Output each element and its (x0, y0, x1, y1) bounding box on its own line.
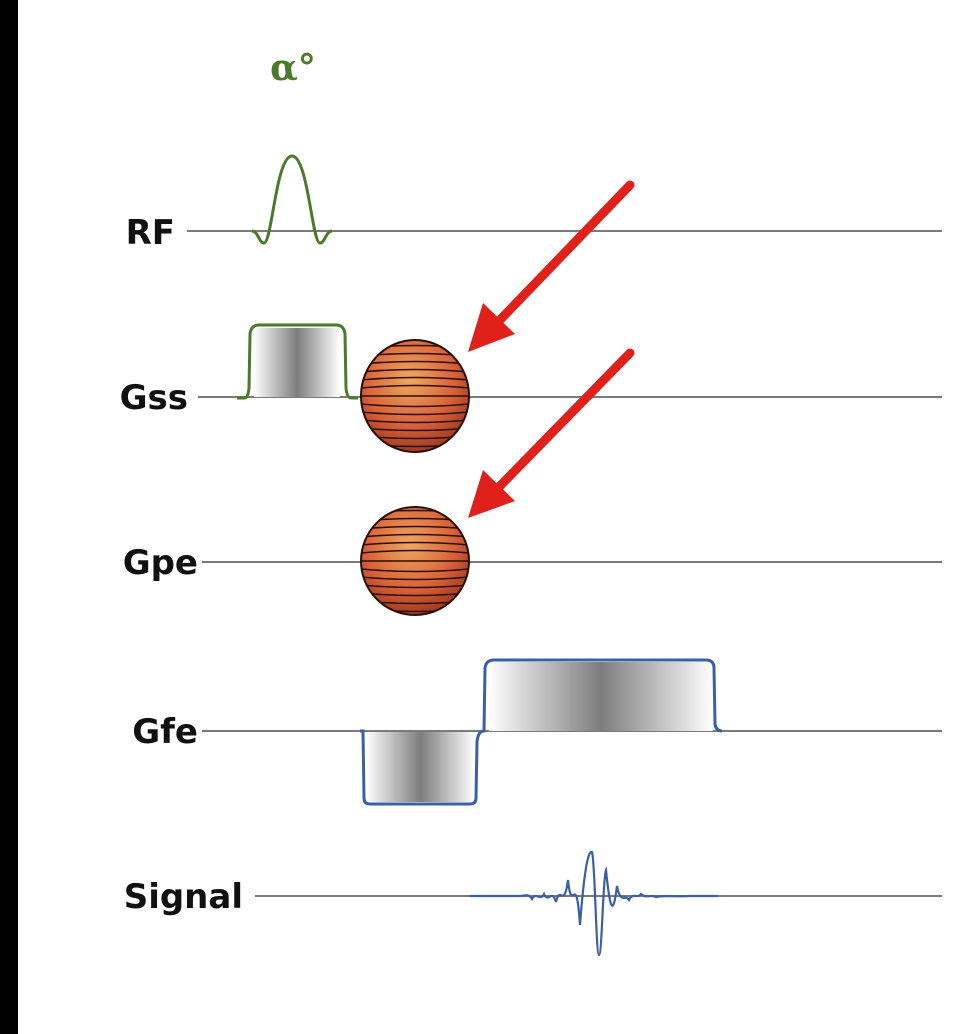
gss-gradient (237, 323, 358, 400)
row-label-gfe: Gfe (132, 712, 198, 752)
row-label-rf: RF (126, 213, 175, 253)
signal-echo (470, 850, 718, 957)
phase-encode-lobe-icon (360, 339, 470, 453)
rf-pulse (251, 154, 333, 245)
row-label-gss: Gss (120, 378, 188, 418)
gfe-gradient (360, 658, 723, 806)
gfe-readout-fill (489, 662, 713, 731)
row-label-signal: Signal (124, 877, 243, 917)
flip-angle-label: α° (270, 47, 316, 89)
row-label-gpe: Gpe (123, 543, 198, 583)
gfe-dephase-fill (366, 732, 475, 802)
phase-encode-lobe-icon (360, 506, 470, 616)
arrow-icon (468, 348, 635, 518)
diagram-panel (18, 0, 975, 1034)
gss-gradient-fill (254, 328, 340, 397)
arrow-icon (468, 180, 635, 352)
